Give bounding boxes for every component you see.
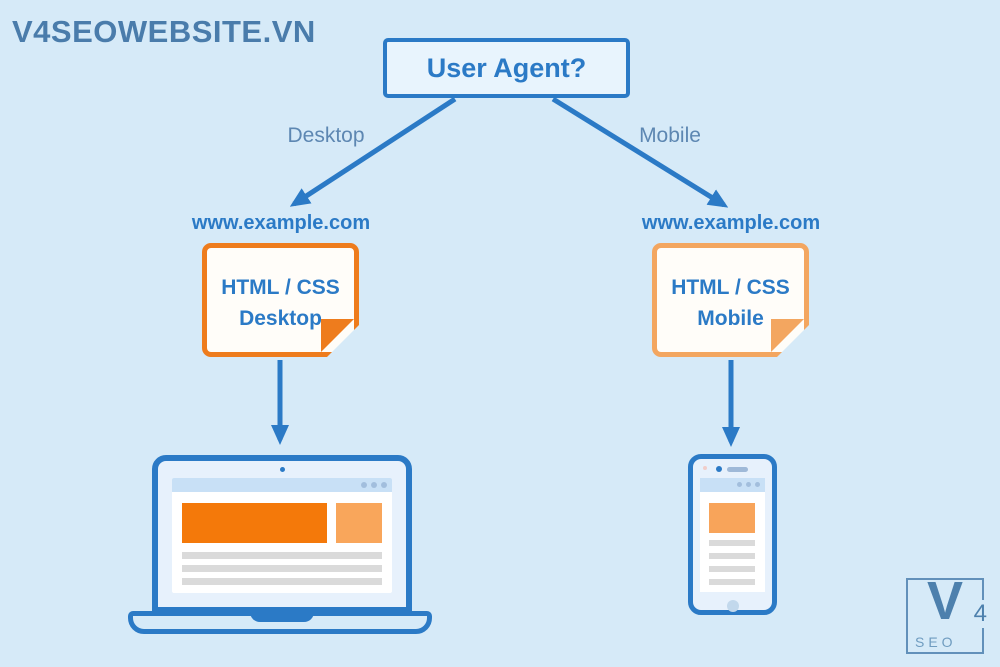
text-line (709, 540, 755, 546)
hero-content-block (709, 503, 755, 533)
doc-node-mobile: HTML / CSS Mobile (652, 243, 809, 357)
laptop-browser-window (172, 478, 392, 593)
smartphone-illustration (688, 454, 777, 615)
home-button-icon (726, 600, 739, 612)
page-fold-icon (771, 319, 809, 357)
phone-browser-window (700, 492, 765, 592)
page-fold-icon (321, 319, 359, 357)
text-line (182, 552, 382, 559)
text-line (182, 578, 382, 585)
arrow-mobile-branch (551, 96, 729, 208)
sidebar-content-block (336, 503, 382, 543)
speaker-icon (727, 467, 748, 472)
branch-label-mobile: Mobile (639, 124, 701, 147)
doc-line-2: Desktop (239, 307, 322, 330)
v4seo-logo: V 4 SEO (906, 571, 989, 654)
camera-dot-icon (716, 466, 722, 472)
user-agent-node: User Agent? (383, 38, 630, 98)
window-buttons-icon (361, 482, 387, 488)
text-line (709, 579, 755, 585)
camera-dot-icon (703, 466, 707, 470)
browser-titlebar (172, 478, 392, 492)
text-line (182, 565, 382, 572)
url-label-mobile: www.example.com (641, 212, 821, 234)
webcam-dot-icon (280, 467, 285, 472)
window-buttons-icon (737, 482, 760, 487)
browser-titlebar (700, 478, 765, 492)
logo-word: SEO (915, 634, 957, 650)
doc-line-2: Mobile (697, 307, 764, 330)
laptop-notch (250, 611, 314, 622)
url-label-desktop: www.example.com (191, 212, 371, 234)
user-agent-label: User Agent? (426, 52, 587, 83)
logo-letter: V (926, 571, 964, 631)
branch-label-desktop: Desktop (287, 124, 365, 147)
logo-number: 4 (971, 600, 989, 628)
arrow-desktop-branch (289, 96, 457, 207)
doc-node-desktop: HTML / CSS Desktop (202, 243, 359, 357)
doc-line-1: HTML / CSS (221, 276, 340, 299)
text-line (709, 566, 755, 572)
doc-line-1: HTML / CSS (671, 276, 790, 299)
laptop-illustration (152, 455, 412, 613)
site-watermark: V4SEOWEBSITE.VN (12, 14, 316, 49)
hero-content-block (182, 503, 327, 543)
text-line (709, 553, 755, 559)
